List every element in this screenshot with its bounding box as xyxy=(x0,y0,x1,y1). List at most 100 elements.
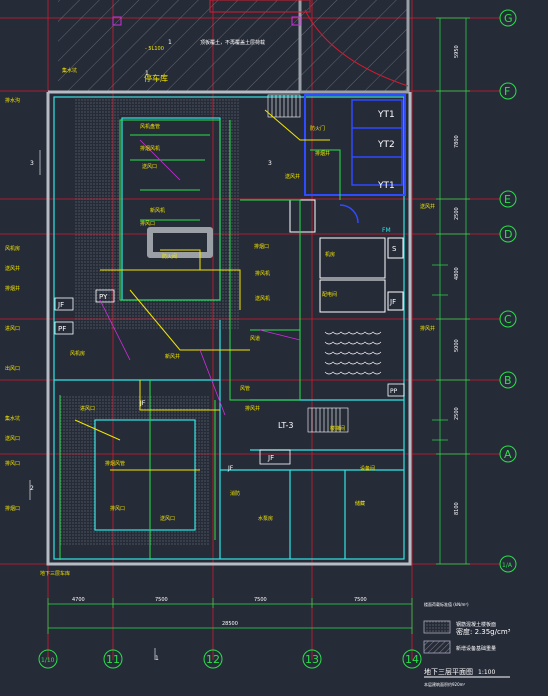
svg-text:风管: 风管 xyxy=(240,385,250,392)
svg-text:机房: 机房 xyxy=(325,251,335,258)
svg-text:2500: 2500 xyxy=(454,407,460,420)
yellow-routing xyxy=(74,109,330,471)
axis-13: 13 xyxy=(302,649,322,669)
mark-jf5: JF xyxy=(227,465,234,472)
svg-text:排风井: 排风井 xyxy=(420,325,435,332)
svg-text:新风井: 新风井 xyxy=(165,353,180,360)
svg-text:送风井: 送风井 xyxy=(285,173,300,180)
axis-d: D xyxy=(499,225,517,243)
svg-text:进风口: 进风口 xyxy=(5,325,20,332)
svg-text:8100: 8100 xyxy=(454,502,460,515)
svg-text:排水沟: 排水沟 xyxy=(5,97,20,104)
svg-text:送风机: 送风机 xyxy=(255,295,270,302)
svg-text:1: 1 xyxy=(168,39,172,46)
mark-jf: JF xyxy=(389,298,396,306)
svg-text:1: 1 xyxy=(155,655,159,662)
svg-text:楼梯间: 楼梯间 xyxy=(330,425,345,432)
right-dims: 5950 7800 2500 4800 5000 2500 8100 xyxy=(454,45,460,515)
svg-text:7500: 7500 xyxy=(354,597,367,603)
legend-hatch1: 钢筋混凝土楼板面 xyxy=(456,621,496,628)
svg-text:集水坑: 集水坑 xyxy=(5,415,20,422)
svg-text:水泵房: 水泵房 xyxy=(258,515,273,522)
svg-text:集水坑: 集水坑 xyxy=(62,67,77,74)
svg-text:排烟井: 排烟井 xyxy=(5,285,20,292)
svg-text:2: 2 xyxy=(30,485,34,492)
svg-text:进风口: 进风口 xyxy=(80,405,95,412)
svg-text:A: A xyxy=(504,448,512,461)
svg-text:D: D xyxy=(504,228,512,241)
svg-text:7800: 7800 xyxy=(454,135,460,148)
svg-text:消防: 消防 xyxy=(230,490,240,497)
svg-text:防火阀: 防火阀 xyxy=(162,253,177,260)
svg-text:4700: 4700 xyxy=(72,597,85,603)
bottom-dims: 4700 7500 7500 7500 28500 xyxy=(72,597,367,627)
mark-py: PY xyxy=(99,293,108,301)
axis-14: 14 xyxy=(402,649,422,669)
title-scale: 1:100 xyxy=(478,669,495,676)
svg-text:出风口: 出风口 xyxy=(5,365,20,372)
svg-text:4800: 4800 xyxy=(454,267,460,280)
svg-text:配电间: 配电间 xyxy=(322,291,337,298)
mark-s: S xyxy=(392,245,397,253)
legend-note: 楼面荷载标准值 (kN/m²) xyxy=(424,601,469,607)
svg-text:G: G xyxy=(504,12,513,25)
svg-text:设备间: 设备间 xyxy=(360,465,375,472)
roof-hatch xyxy=(58,0,408,92)
stair-label: LT-3 xyxy=(278,421,293,430)
svg-text:送风井: 送风井 xyxy=(5,265,20,272)
svg-text:储藏: 储藏 xyxy=(355,500,365,507)
seating xyxy=(324,331,382,375)
svg-text:风机房: 风机房 xyxy=(70,350,85,357)
title-text: 地下三层平面图 xyxy=(424,667,473,676)
yt1b-label: YT1 xyxy=(377,181,395,191)
svg-text:5950: 5950 xyxy=(454,45,460,58)
yt2-label: YT2 xyxy=(377,140,395,150)
svg-text:1: 1 xyxy=(145,70,149,77)
legend-density: 密度: 2.35g/cm³ xyxy=(456,627,511,636)
svg-text:7500: 7500 xyxy=(254,597,267,603)
axis-g: G xyxy=(499,9,517,27)
title-block: 地下三层平面图 1:100 本层建筑面积约920m² xyxy=(424,667,510,687)
svg-text:排风口: 排风口 xyxy=(110,505,125,512)
svg-text:F: F xyxy=(504,85,510,98)
legend: 楼面荷载标准值 (kN/m²) 钢筋混凝土楼板面 密度: 2.35g/cm³ 新… xyxy=(423,601,511,654)
axis-a: A xyxy=(499,445,517,463)
svg-text:C: C xyxy=(504,313,512,326)
mark-jf2: JF xyxy=(57,301,64,309)
svg-text:14: 14 xyxy=(405,653,419,666)
mark-jf4: JF xyxy=(139,400,146,407)
roof-mark: - 5L100 xyxy=(145,46,164,52)
total-dim: 28500 xyxy=(222,621,238,627)
mark-fm: FM xyxy=(382,227,391,234)
svg-text:防火门: 防火门 xyxy=(310,125,325,132)
legend-hatch2: 新增设备基础重量 xyxy=(456,645,496,652)
svg-text:送风井: 送风井 xyxy=(420,203,435,210)
svg-text:E: E xyxy=(504,193,511,206)
svg-text:2500: 2500 xyxy=(454,207,460,220)
mark-pf: PF xyxy=(58,325,66,333)
annotations: 风机盘管 排烟风机 送风口 新风机 排风口 防火阀 排烟口 排风机 送风机 机房… xyxy=(5,67,435,577)
yt1-label: YT1 xyxy=(377,110,395,120)
legend-swatch-2 xyxy=(423,640,451,654)
svg-text:送风口: 送风口 xyxy=(142,163,157,170)
axis-e: E xyxy=(499,190,517,208)
roof-label: 顶板覆土，不再覆盖土层荷载 xyxy=(200,39,265,46)
stair-top xyxy=(267,94,301,118)
col-axis-bubbles: 1/10 11 12 13 14 xyxy=(38,649,422,669)
axis-1-10: 1/10 xyxy=(38,649,58,669)
svg-text:送风口: 送风口 xyxy=(5,435,20,442)
svg-text:7500: 7500 xyxy=(155,597,168,603)
svg-text:送风口: 送风口 xyxy=(160,515,175,522)
svg-text:地下三层车库: 地下三层车库 xyxy=(40,570,70,577)
row-axis-bubbles: G F E D C B A 1/A xyxy=(499,9,517,573)
magenta-routing xyxy=(99,139,301,416)
mark-pp: PP xyxy=(390,388,398,395)
svg-text:排烟口: 排烟口 xyxy=(254,243,269,250)
parking-label: 停车库 xyxy=(144,73,168,83)
svg-text:排风口: 排风口 xyxy=(5,460,20,467)
elevator-block xyxy=(304,94,406,196)
svg-text:排烟风机: 排烟风机 xyxy=(140,145,160,152)
axis-b: B xyxy=(499,371,517,389)
